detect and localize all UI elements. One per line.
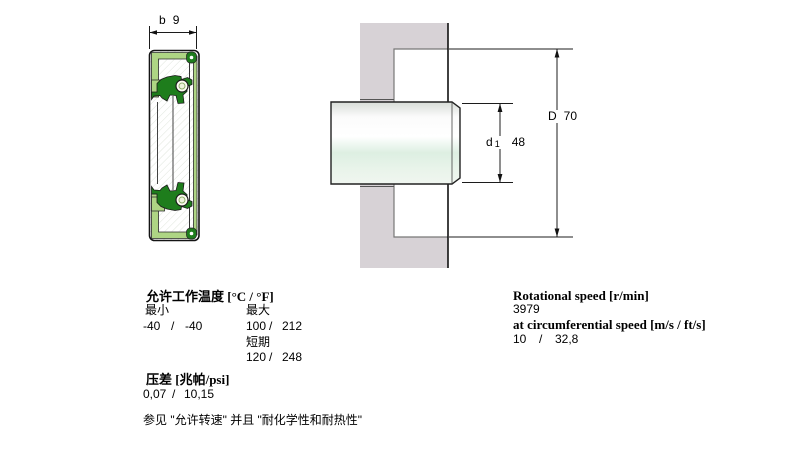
circumferential-speed-fts: 32,8 [555,332,579,346]
dim-D-symbol: D [548,109,557,123]
dimension-b-label: b 9 [157,13,182,28]
temp-max-celsius: 100 [246,319,267,333]
garter-spring-bottom-inner [178,196,186,204]
dimension-D-label: D 70 [546,109,580,124]
mounting-section-view [330,23,573,268]
arrow-left-icon [149,30,157,35]
seal-cross-section [148,26,200,242]
dim-d1-symbol: d [486,135,493,149]
curl-dot-top [189,55,194,60]
separator: / [171,319,175,333]
temperature-title: 允许工作温度 [°C / °F] [146,289,274,304]
lip-connection-lines [157,96,174,190]
pressure-title: 压差 [兆帕/psi] [146,372,230,387]
separator: / [269,350,273,364]
temperature-min-label: 最小 [145,303,170,317]
dim-d1-subscript: 1 [494,139,500,150]
reference-note: 参见 "允许转速" 并且 "耐化学性和耐热性" [143,413,363,427]
temp-short-fahrenheit: 248 [282,350,303,364]
temperature-short-term-label: 短期 [246,335,271,349]
temp-max-fahrenheit: 212 [282,319,303,333]
separator: / [539,332,543,346]
dimension-D-lines [449,48,573,238]
circumferential-speed-title: at circumferential speed [m/s / ft/s] [513,317,706,332]
dimension-b-lines [149,26,197,49]
temperature-max-label: 最大 [246,303,271,317]
dim-b-symbol: b [159,13,166,27]
temp-min-fahrenheit: -40 [185,319,203,333]
arrow-down-icon [554,228,560,237]
rotational-speed-value: 3979 [513,302,540,316]
dim-D-value: 70 [563,109,578,123]
shaft [330,101,461,185]
dim-b-value: 9 [172,13,180,27]
rotational-speed-title: Rotational speed [r/min] [513,288,649,303]
garter-spring-top-inner [178,82,186,90]
circumferential-speed-ms: 10 [513,332,527,346]
separator: / [172,387,176,401]
arrow-right-icon [189,30,197,35]
temp-min-celsius: -40 [143,319,161,333]
temp-short-celsius: 120 [246,350,267,364]
arrow-down-icon [497,174,503,183]
separator: / [269,319,273,333]
arrow-up-icon [497,103,503,112]
curl-dot-bottom [189,231,194,236]
dim-d1-value: 48 [511,135,526,149]
arrow-up-icon [554,49,560,58]
pressure-psi: 10,15 [184,387,215,401]
case-rubber-right-strip [193,55,198,236]
pressure-mpa: 0,07 [143,387,167,401]
